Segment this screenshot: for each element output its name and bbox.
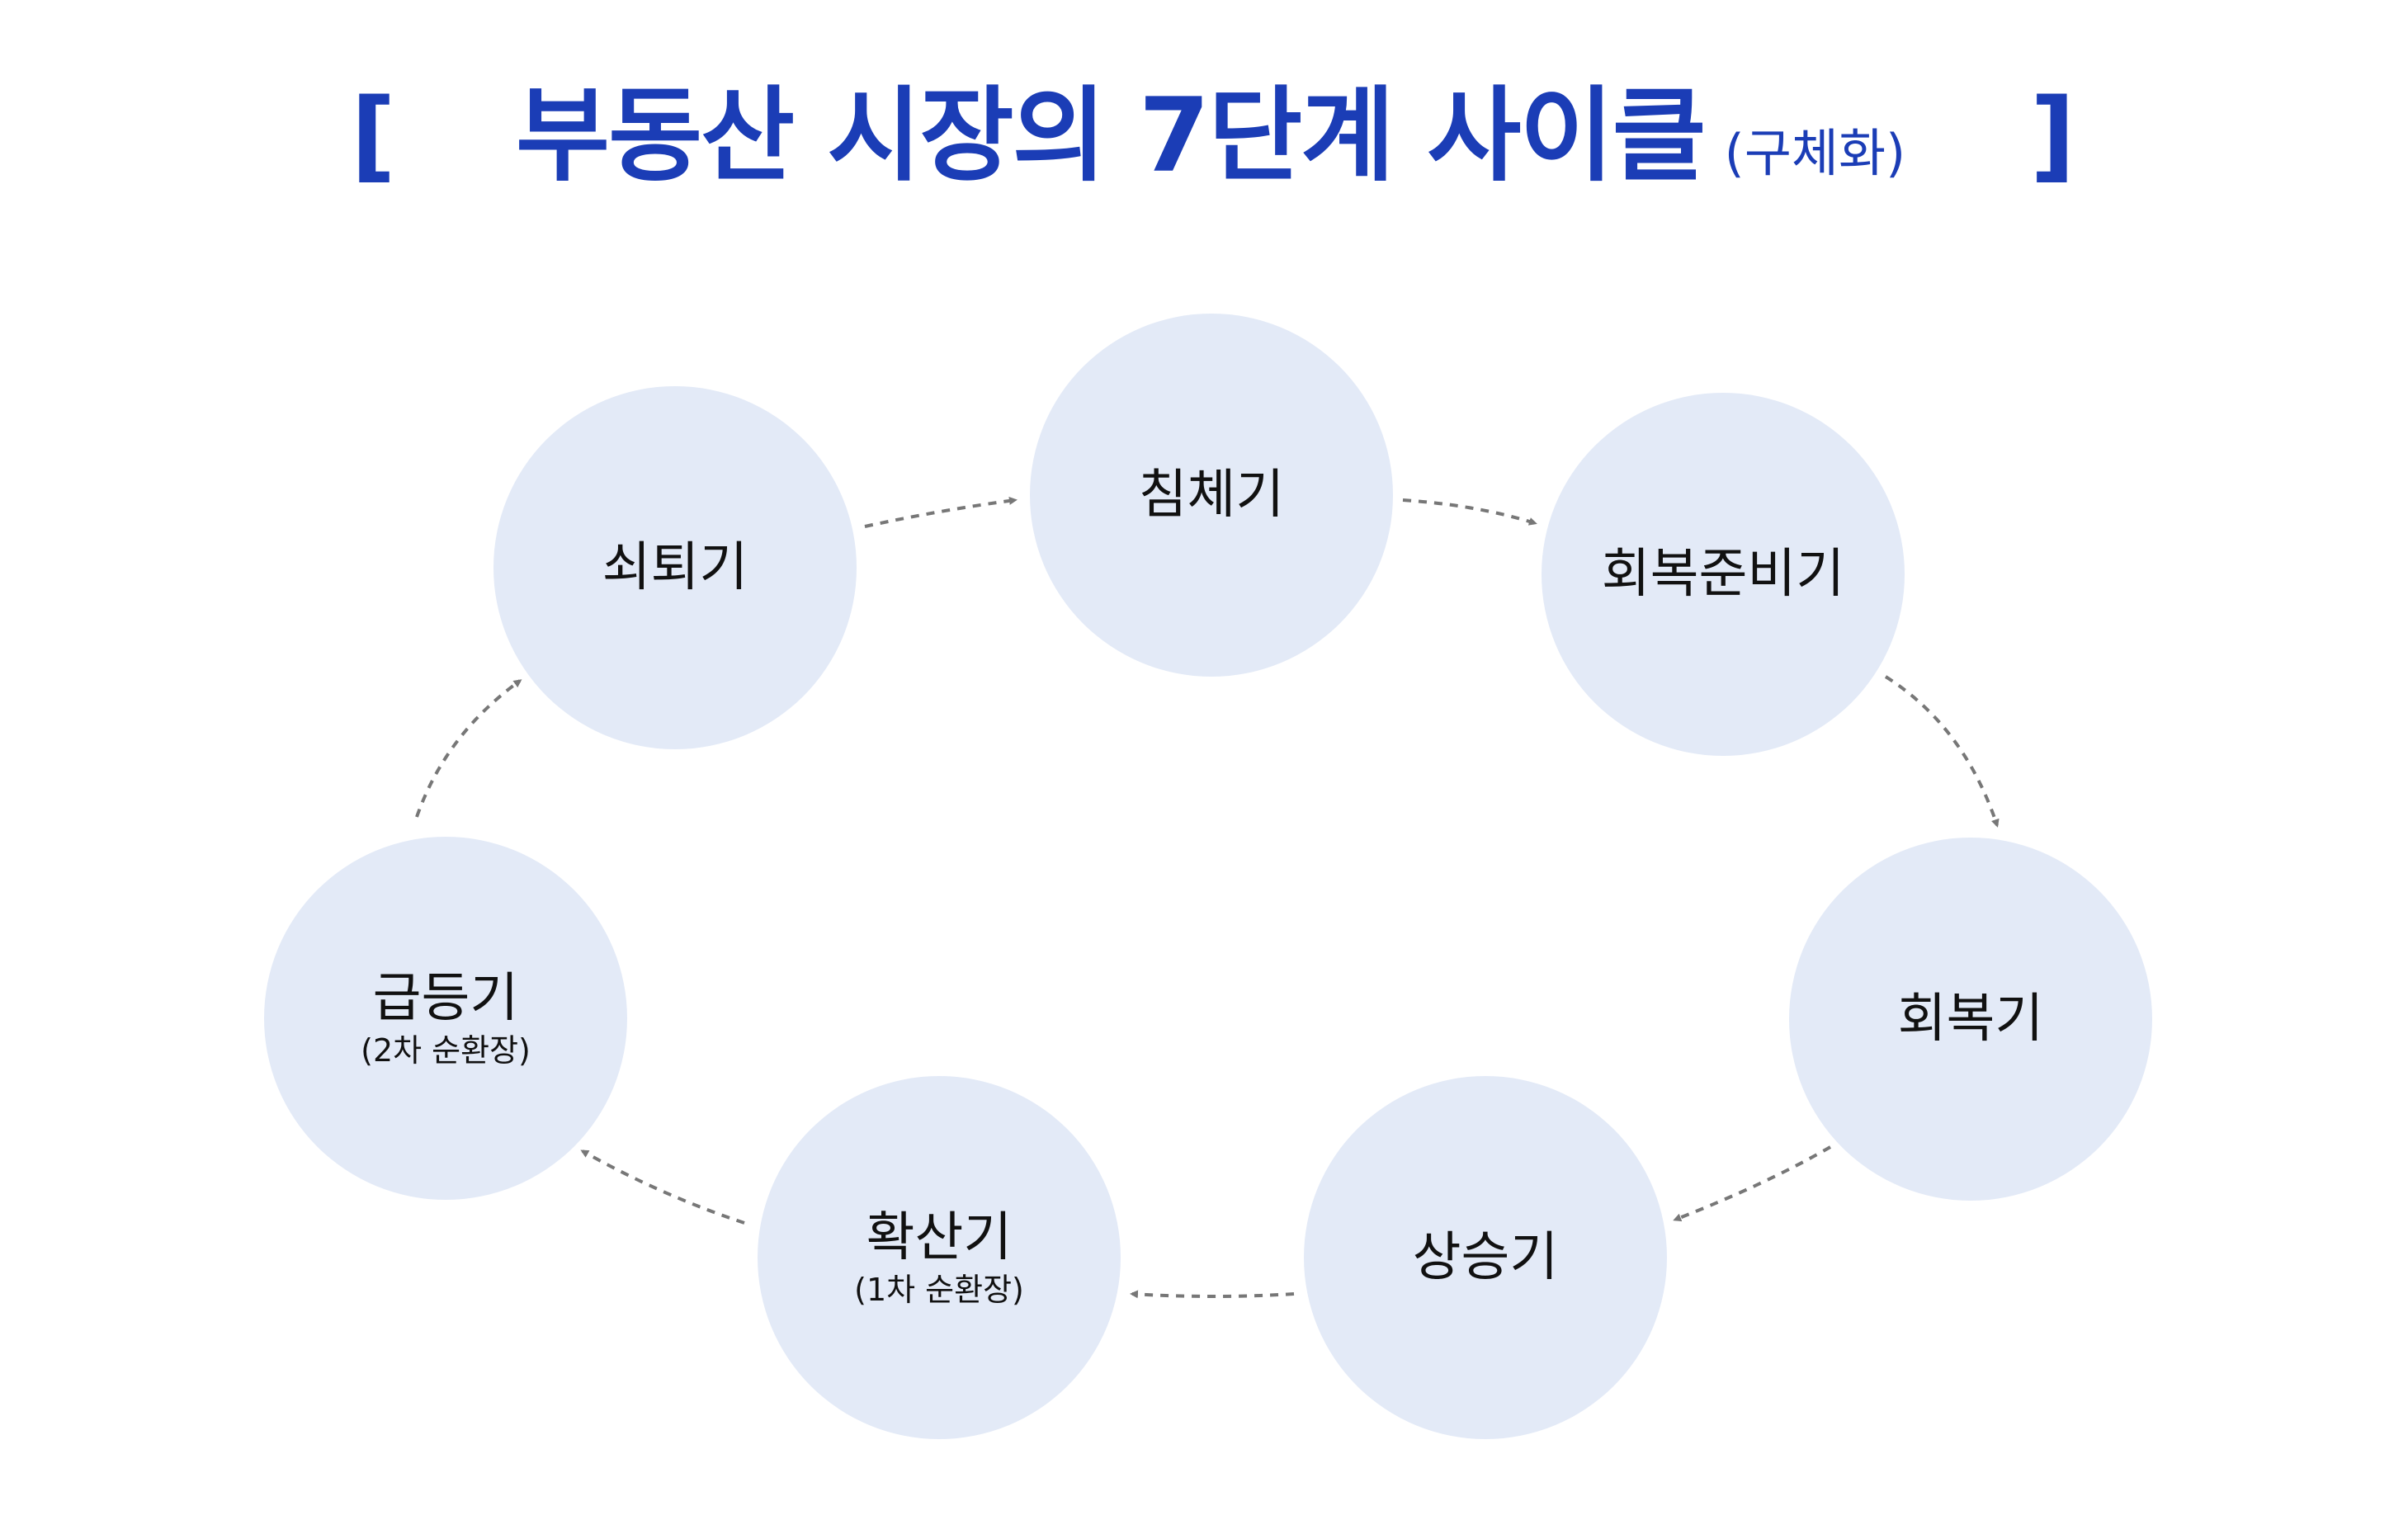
title-main-text: 부동산 시장의 7단계 사이클 (구체화) <box>516 74 1905 215</box>
diagram-title: [ 부동산 시장의 7단계 사이클 (구체화) ] <box>0 74 2408 198</box>
title-close-bracket: ] <box>2030 78 2075 193</box>
stage-label: 상승기 <box>1412 1227 1559 1288</box>
stage-label: 급등기 <box>372 968 519 1029</box>
stage-stagnation: 침체기 <box>1030 314 1393 677</box>
stage-pre-recovery: 회복준비기 <box>1542 393 1905 756</box>
title-text: 부동산 시장의 7단계 사이클 <box>516 77 1707 196</box>
stage-sublabel: (2차 순환장) <box>361 1032 531 1069</box>
stage-label: 쇠퇴기 <box>602 537 748 598</box>
stage-rise: 상승기 <box>1304 1076 1667 1439</box>
stage-label: 침체기 <box>1138 465 1285 526</box>
stage-label: 확산기 <box>866 1207 1013 1268</box>
stage-label: 회복기 <box>1897 989 2044 1050</box>
stage-sublabel: (1차 순환장) <box>854 1272 1024 1308</box>
title-subtitle: (구체화) <box>1724 123 1906 183</box>
stage-label: 회복준비기 <box>1601 544 1845 605</box>
arrow-stagnation-to-prerecovery <box>1402 498 1537 526</box>
arrow-prerecovery-to-recovery <box>1884 675 2000 828</box>
stage-expansion: 확산기 (1차 순환장) <box>758 1076 1121 1439</box>
title-open-bracket: [ <box>351 78 396 193</box>
arrow-decline-to-stagnation <box>864 496 1017 528</box>
arrow-recovery-to-rise <box>1673 1145 1831 1222</box>
stage-decline: 쇠퇴기 <box>493 386 857 749</box>
arrow-surge-to-decline <box>415 679 522 818</box>
stage-surge: 급등기 (2차 순환장) <box>264 837 627 1200</box>
arrow-rise-to-expansion <box>1130 1290 1295 1299</box>
stage-recovery: 회복기 <box>1789 838 2152 1201</box>
arrow-expansion-to-surge <box>580 1149 745 1225</box>
